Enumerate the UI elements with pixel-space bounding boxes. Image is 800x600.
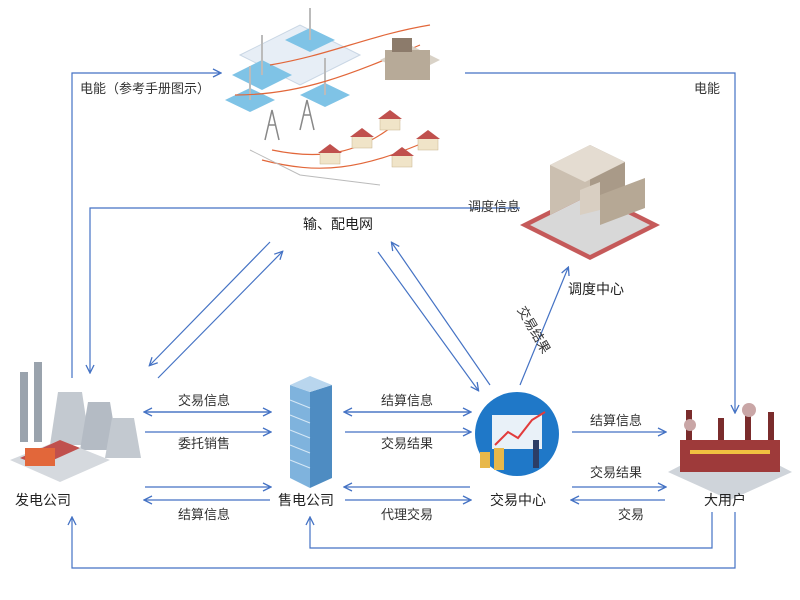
- retailer-tower-illustration: [289, 376, 332, 488]
- node-dispatch: 调度中心: [568, 282, 624, 298]
- exchange-center-illustration: [475, 392, 559, 476]
- arrow-energy-left: [71, 73, 220, 378]
- factory-illustration: [668, 403, 792, 500]
- node-large-user: 大用户: [704, 493, 746, 509]
- node-generator: 发电公司: [15, 493, 71, 509]
- label-exchange-user-settle: 结算信息: [590, 414, 643, 429]
- label-gen-entrust: 委托销售: [178, 437, 231, 452]
- node-grid: 输、配电网: [303, 217, 373, 233]
- label-energy-left: 电能（参考手册图示）: [80, 82, 211, 97]
- power-plant-illustration: [10, 362, 141, 482]
- dispatch-center-illustration: [520, 145, 660, 260]
- label-gen-retail-info: 交易信息: [178, 394, 231, 409]
- node-retailer: 售电公司: [278, 493, 334, 509]
- arrow-grid-to-gen: [150, 241, 271, 365]
- node-exchange: 交易中心: [490, 493, 546, 509]
- grid-illustration: [225, 8, 440, 186]
- arrow-exchange-to-grid: [392, 243, 491, 386]
- arrow-dispatch-info: [90, 207, 520, 372]
- label-energy-right: 电能: [694, 82, 721, 97]
- arrow-gen-to-grid: [157, 252, 282, 379]
- arrow-user-to-generator: [72, 512, 736, 569]
- arrow-grid-to-exchange: [377, 251, 478, 390]
- label-dispatch-info: 调度信息: [468, 200, 521, 215]
- arrow-exchange-to-dispatch: [519, 268, 568, 386]
- label-retail-gen-settle: 结算信息: [178, 508, 231, 523]
- label-retail-agent-trade: 代理交易: [381, 508, 434, 523]
- label-user-trade: 交易: [618, 508, 645, 523]
- label-exchange-user-result: 交易结果: [590, 466, 643, 481]
- arrow-energy-right: [465, 72, 735, 412]
- arrow-user-to-retailer: [310, 512, 713, 549]
- label-retail-exchange-result: 交易结果: [381, 437, 434, 452]
- label-retail-exchange-settle: 结算信息: [381, 394, 434, 409]
